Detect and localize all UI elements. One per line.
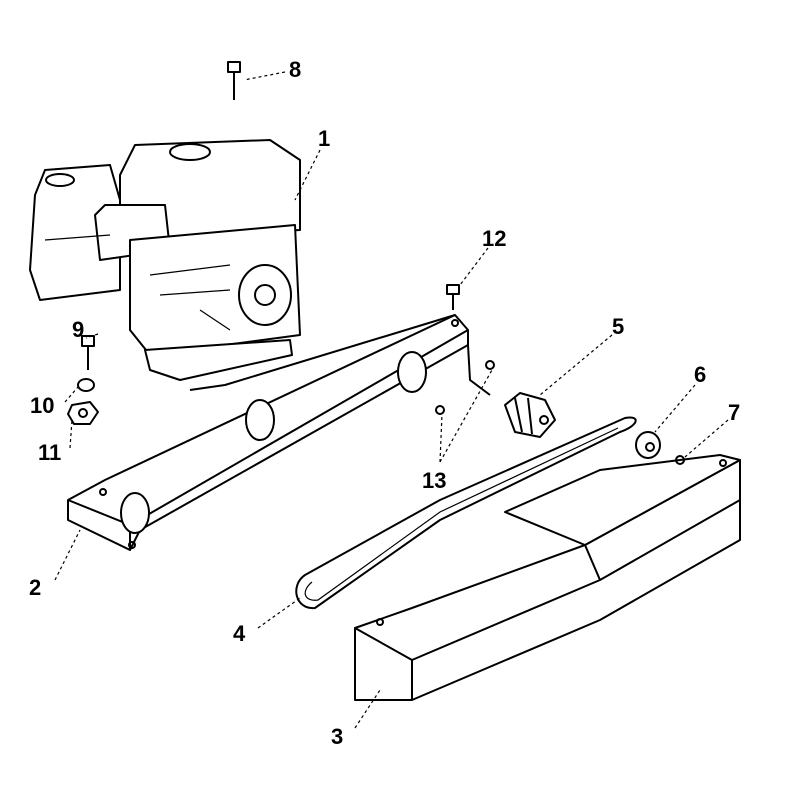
label-5: 5	[612, 314, 624, 339]
small-hardware	[67, 61, 685, 465]
label-4: 4	[233, 621, 246, 646]
label-10: 10	[30, 393, 54, 418]
label-7: 7	[728, 400, 740, 425]
leader-lines	[54, 71, 729, 729]
label-1: 1	[318, 126, 330, 151]
drive-belt	[295, 416, 637, 610]
label-6: 6	[694, 362, 706, 387]
belt-guard-housing	[354, 454, 741, 701]
engine	[29, 139, 301, 381]
label-3: 3	[331, 724, 343, 749]
label-12: 12	[482, 226, 506, 251]
label-11: 11	[38, 440, 61, 465]
label-13: 13	[422, 468, 446, 493]
label-2: 2	[29, 575, 41, 600]
label-9: 9	[72, 317, 84, 342]
label-8: 8	[289, 57, 301, 82]
engine-mount-frame	[67, 314, 491, 551]
